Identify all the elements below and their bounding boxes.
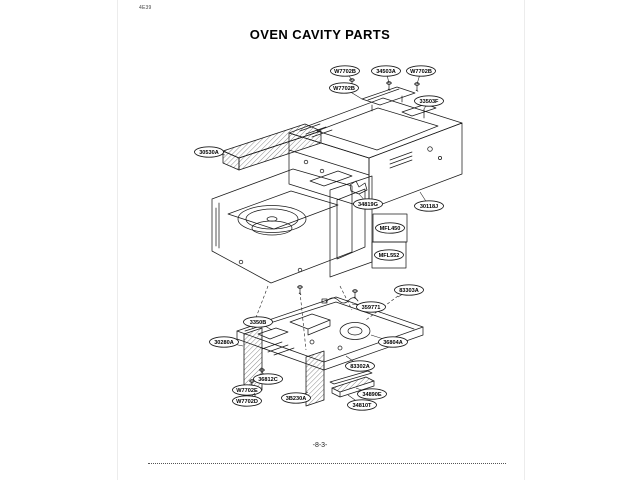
svg-text:83303A: 83303A xyxy=(399,288,419,294)
part-label-36804a: 36804A xyxy=(370,334,408,348)
part-label-34890e: 34890E xyxy=(355,387,387,400)
part-label-359771: 359771 xyxy=(351,301,386,313)
wire-harness xyxy=(321,297,359,304)
page-edge-right xyxy=(524,0,525,480)
svg-text:33503F: 33503F xyxy=(420,99,440,105)
bottom-bracket xyxy=(329,370,375,398)
part-label-mfl450: MFL450 xyxy=(375,222,405,234)
part-label-w7702d: W7702D xyxy=(232,392,262,407)
part-label-w7702e: W7702E xyxy=(232,382,262,396)
part-label-w7702b: W7702B xyxy=(406,65,436,85)
corner-mark: 4E39 xyxy=(139,5,152,11)
svg-text:MFL450: MFL450 xyxy=(380,226,401,232)
svg-text:W7702B: W7702B xyxy=(334,69,356,75)
part-label-30118j: 30118J xyxy=(414,191,444,212)
svg-text:34890E: 34890E xyxy=(362,392,382,398)
vent-grille xyxy=(222,123,322,171)
svg-text:34810T: 34810T xyxy=(353,403,373,409)
base-assembly xyxy=(236,296,424,371)
page-edge-left xyxy=(117,0,118,480)
part-label-36812c: 36812C xyxy=(253,371,283,385)
page-title: OVEN CAVITY PARTS xyxy=(249,27,391,42)
part-label-3b230a: 3B230A xyxy=(281,391,311,404)
svg-text:36804A: 36804A xyxy=(383,340,403,346)
svg-text:3350B: 3350B xyxy=(250,320,266,326)
svg-text:34503A: 34503A xyxy=(376,69,396,75)
svg-text:34819G: 34819G xyxy=(358,202,378,208)
svg-text:W7702E: W7702E xyxy=(236,388,258,394)
part-label-w7702b: W7702B xyxy=(330,65,360,81)
part-label-33503f: 33503F xyxy=(414,95,444,110)
screw-icon xyxy=(349,78,420,92)
svg-text:36812C: 36812C xyxy=(258,377,278,383)
svg-text:30280A: 30280A xyxy=(214,340,234,346)
outer-case xyxy=(288,97,463,210)
svg-text:83302A: 83302A xyxy=(350,364,370,370)
part-label-83303a: 83303A xyxy=(394,284,424,298)
mid-duct xyxy=(305,350,325,407)
part-label-34810t: 34810T xyxy=(347,394,377,411)
tear-line xyxy=(148,463,506,464)
svg-text:359771: 359771 xyxy=(362,305,381,311)
svg-text:30118J: 30118J xyxy=(420,204,438,210)
svg-text:30530A: 30530A xyxy=(199,150,219,156)
part-label-mfl552: MFL552 xyxy=(374,249,404,261)
svg-text:3B230A: 3B230A xyxy=(286,396,307,402)
page-number: -8-3- xyxy=(312,442,328,449)
part-label-34503a: 34503A xyxy=(371,65,401,84)
labels-layer: W7702B 34503A W7702B W7702B 33503F 30530A 3481… xyxy=(194,65,444,411)
svg-text:W7702D: W7702D xyxy=(236,399,258,405)
svg-text:MFL552: MFL552 xyxy=(379,253,400,259)
part-label-3350b: 3350B xyxy=(243,316,273,331)
part-label-30530a: 30530A xyxy=(194,146,226,158)
part-label-34819g: 34819G xyxy=(353,193,383,210)
svg-text:W7702B: W7702B xyxy=(410,69,432,75)
part-label-w7702b: W7702B xyxy=(329,82,363,100)
svg-text:W7702B: W7702B xyxy=(333,86,355,92)
manual-sheets xyxy=(371,213,408,269)
oven-cavity xyxy=(211,168,353,284)
part-label-83302a: 83302A xyxy=(345,355,375,372)
part-label-30280a: 30280A xyxy=(209,336,244,348)
